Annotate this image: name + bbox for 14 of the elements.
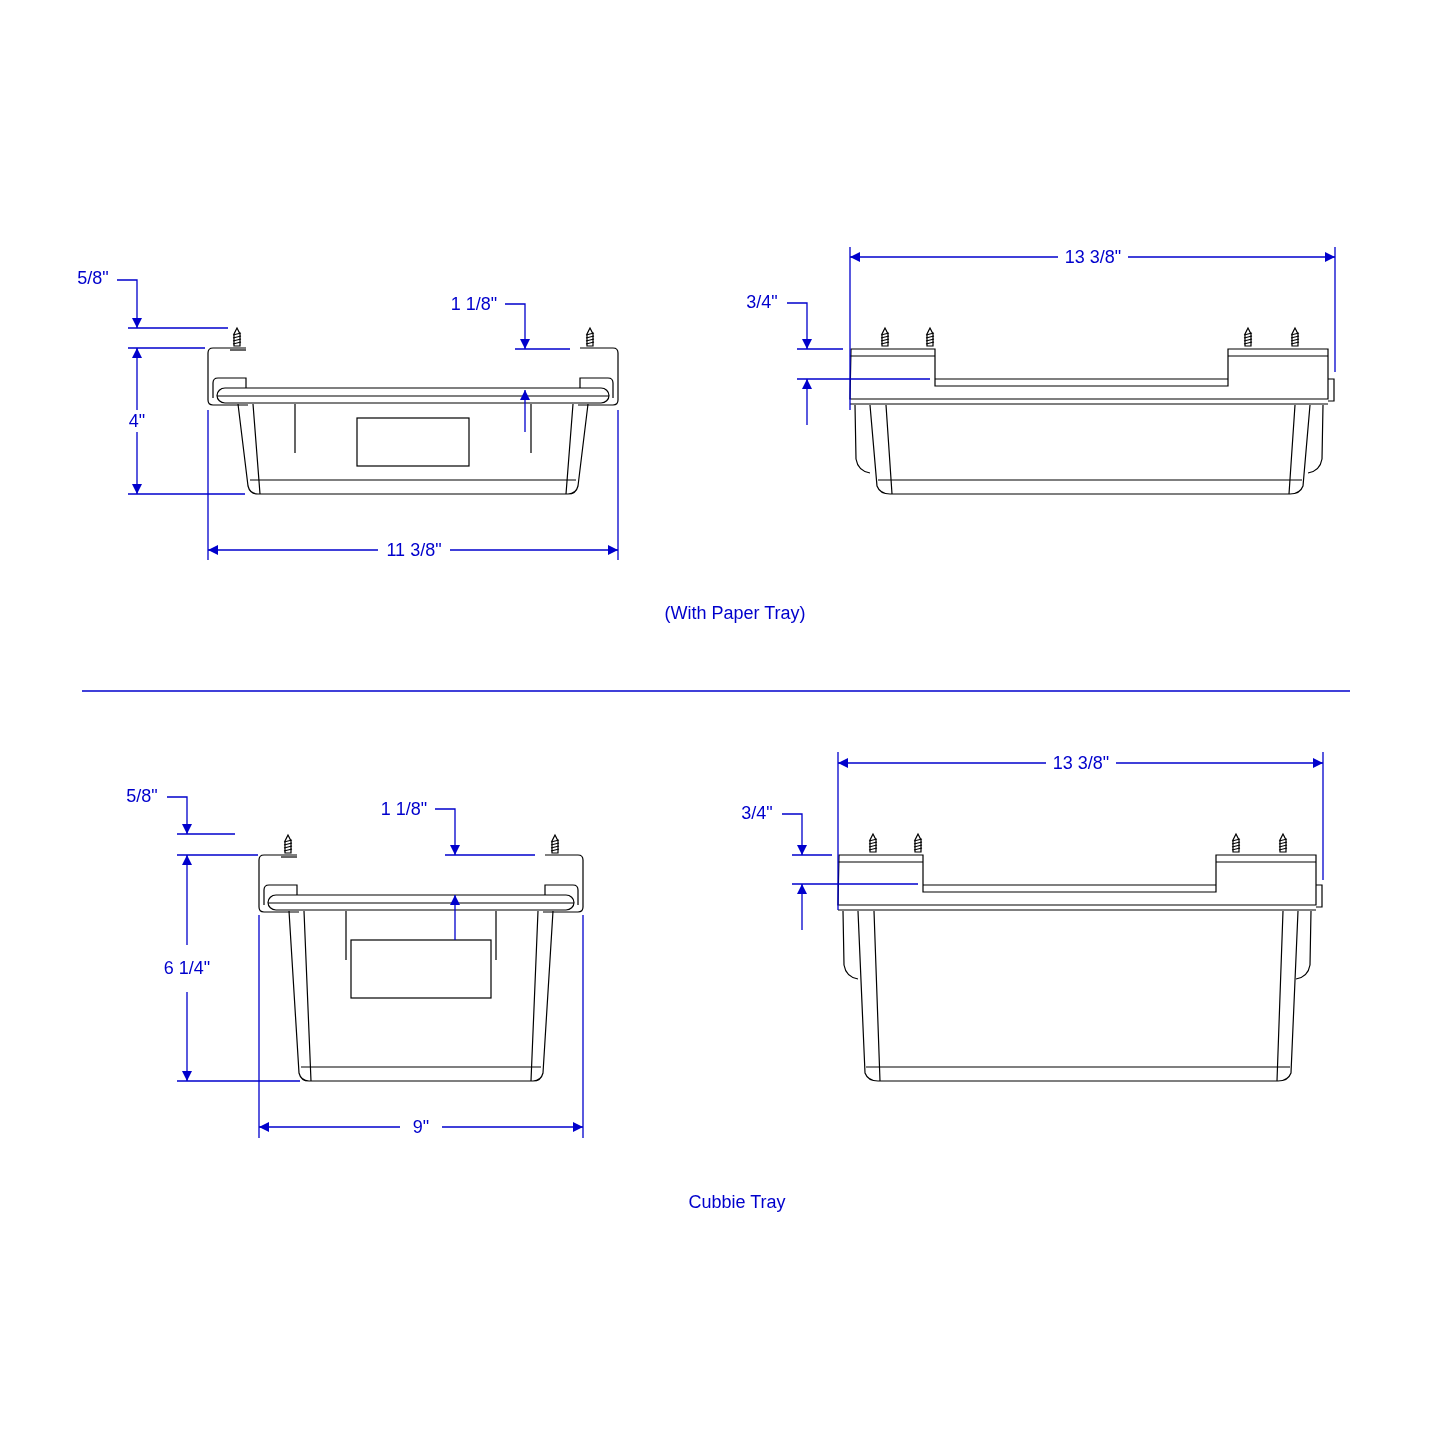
- dimension-label: 13 3/8": [1052, 753, 1110, 773]
- dimension-label: 11 3/8": [386, 540, 442, 560]
- dimension-label: 1 1/8": [380, 799, 428, 819]
- dimension-label: 3/4": [741, 803, 773, 823]
- view-caption: (With Paper Tray): [664, 603, 806, 623]
- view-caption: Cubbie Tray: [688, 1192, 786, 1212]
- dimension-label: 13 3/8": [1064, 247, 1122, 267]
- dimension-label: 4": [128, 411, 146, 431]
- dimension-label: 1 1/8": [450, 294, 498, 314]
- dimension-label: 6 1/4": [163, 958, 211, 978]
- dimension-label: 5/8": [126, 786, 158, 806]
- dimension-label: 9": [412, 1117, 430, 1137]
- dimension-label: 3/4": [746, 292, 778, 312]
- dimension-label: 5/8": [77, 268, 109, 288]
